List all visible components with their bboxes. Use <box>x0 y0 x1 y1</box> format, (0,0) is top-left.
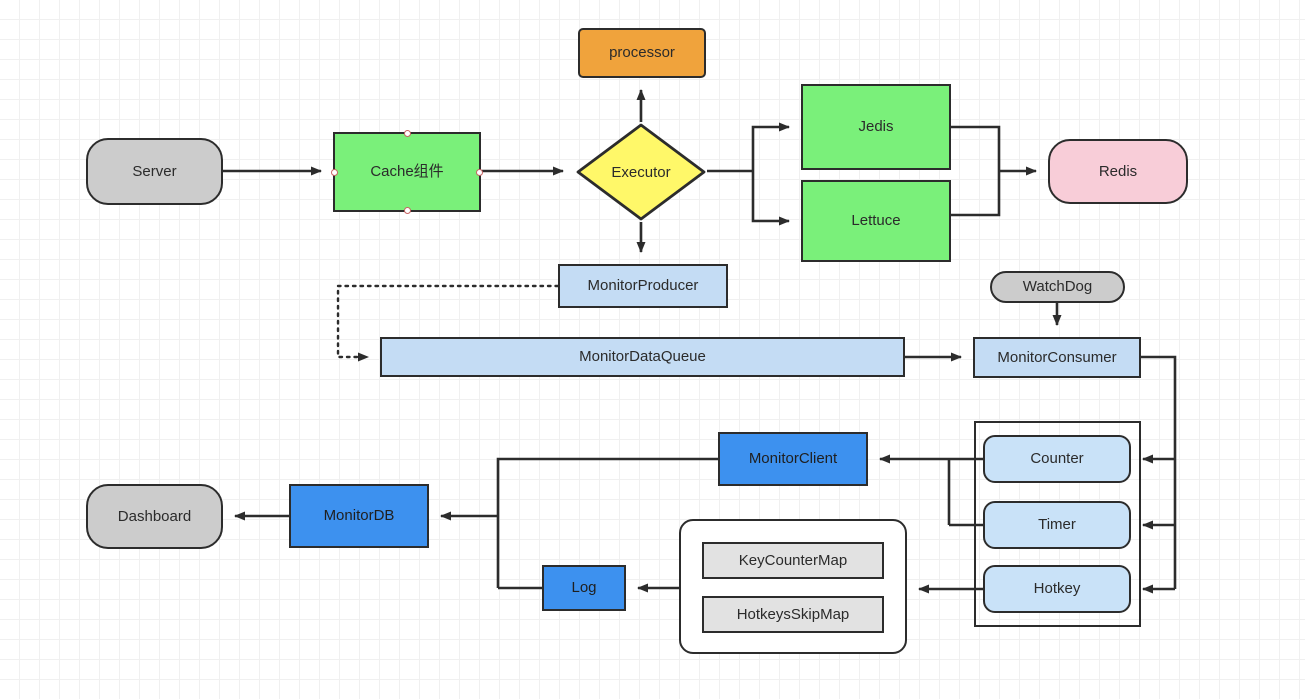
edge-jedis-merge <box>951 125 1001 217</box>
node-hotkeys-skip-map-label: HotkeysSkipMap <box>736 605 850 623</box>
handle-left[interactable] <box>331 168 338 176</box>
node-redis-label: Redis <box>1098 162 1138 180</box>
edge-executor-to-lettuce <box>751 171 790 226</box>
node-executor-label: Executor <box>611 163 671 181</box>
node-watchdog[interactable]: WatchDog <box>990 271 1125 303</box>
node-cache[interactable]: Cache组件 <box>331 130 483 214</box>
node-log-label: Log <box>571 579 597 597</box>
node-lettuce-label: Lettuce <box>851 212 901 230</box>
node-key-counter-map-label: KeyCounterMap <box>738 551 848 569</box>
node-monitor-db[interactable]: MonitorDB <box>289 484 429 548</box>
node-jedis[interactable]: Jedis <box>801 84 951 170</box>
node-monitor-data-queue[interactable]: MonitorDataQueue <box>380 337 905 377</box>
handle-bottom[interactable] <box>403 207 411 214</box>
node-hotkeys-skip-map[interactable]: HotkeysSkipMap <box>702 596 884 633</box>
node-processor[interactable]: processor <box>578 28 706 78</box>
node-monitor-consumer-label: MonitorConsumer <box>997 348 1117 366</box>
node-dashboard[interactable]: Dashboard <box>86 484 223 549</box>
node-monitor-data-queue-label: MonitorDataQueue <box>579 348 706 366</box>
group-metrics <box>974 421 1141 627</box>
handle-top[interactable] <box>403 130 411 137</box>
node-monitor-consumer[interactable]: MonitorConsumer <box>973 337 1141 378</box>
handle-right[interactable] <box>476 168 483 176</box>
node-lettuce[interactable]: Lettuce <box>801 180 951 262</box>
node-executor[interactable]: Executor <box>575 122 707 222</box>
edge-executor-to-jedis <box>751 122 790 171</box>
node-server-label: Server <box>132 162 177 180</box>
node-timer[interactable]: Timer <box>983 501 1131 549</box>
node-monitor-db-label: MonitorDB <box>323 507 395 525</box>
group-maps <box>679 519 907 654</box>
node-jedis-label: Jedis <box>858 118 894 136</box>
node-log[interactable]: Log <box>542 565 626 611</box>
edge-consumer-trunk <box>1141 355 1177 589</box>
node-redis[interactable]: Redis <box>1048 139 1188 204</box>
node-hotkey-label: Hotkey <box>1033 580 1081 598</box>
node-monitor-client[interactable]: MonitorClient <box>718 432 868 486</box>
node-hotkey[interactable]: Hotkey <box>983 565 1131 613</box>
node-monitor-client-label: MonitorClient <box>748 450 838 468</box>
node-dashboard-label: Dashboard <box>117 507 192 525</box>
node-counter-label: Counter <box>1030 450 1084 468</box>
node-watchdog-label: WatchDog <box>1022 278 1093 296</box>
node-cache-label: Cache组件 <box>370 163 444 181</box>
diamond-shape <box>576 123 706 221</box>
node-monitor-producer[interactable]: MonitorProducer <box>558 264 728 308</box>
node-key-counter-map[interactable]: KeyCounterMap <box>702 542 884 579</box>
node-processor-label: processor <box>609 44 675 62</box>
node-counter[interactable]: Counter <box>983 435 1131 483</box>
node-timer-label: Timer <box>1038 516 1076 534</box>
node-server[interactable]: Server <box>86 138 223 205</box>
node-monitor-producer-label: MonitorProducer <box>587 277 699 295</box>
